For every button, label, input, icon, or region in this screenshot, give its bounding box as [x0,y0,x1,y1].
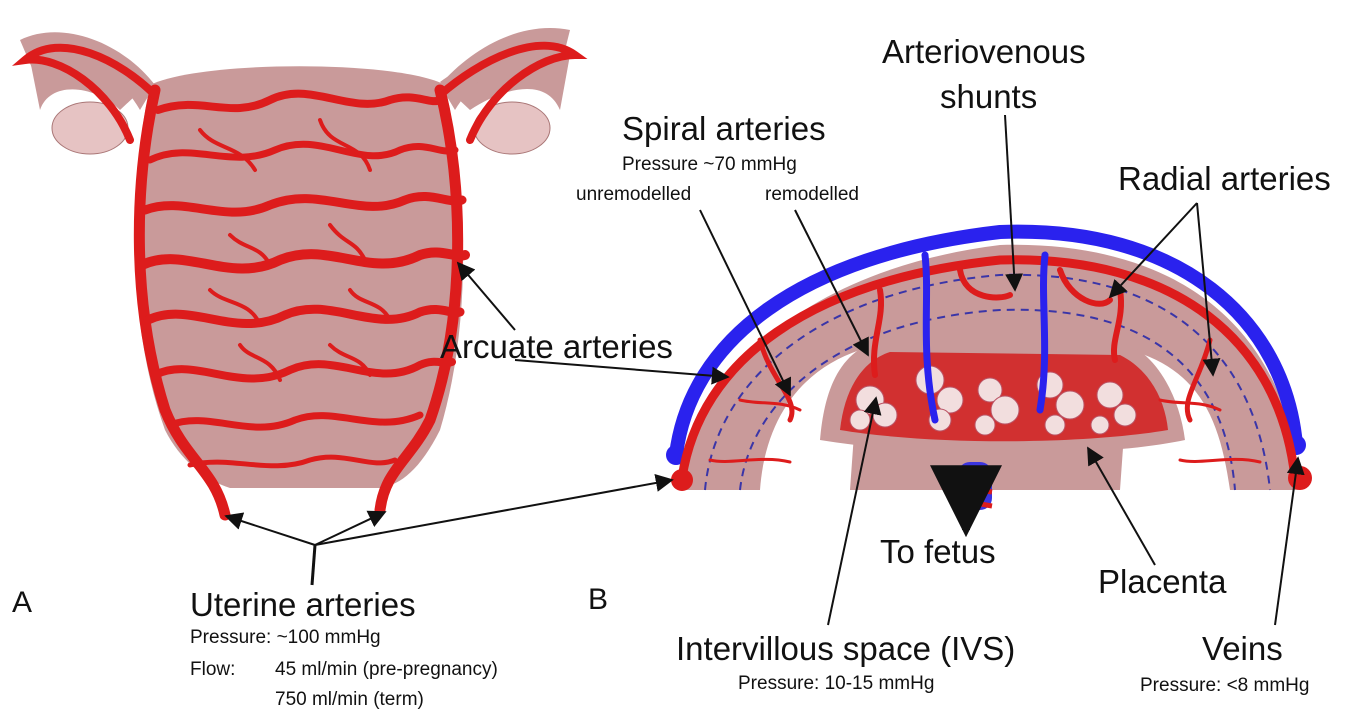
uterine-pressure-label: Pressure: ~100 mmHg [190,628,381,647]
uterine-stem [312,545,315,585]
spiral-arteries-label: Spiral arteries [622,112,826,145]
arcuate-arteries-label: Arcuate arteries [440,330,673,363]
uterine-arteries-label: Uterine arteries [190,588,416,621]
remodelled-label: remodelled [765,185,859,204]
panel-label-b: B [588,585,608,615]
uterine-arrow-right [315,512,385,545]
uterine-flow-pre: 45 ml/min (pre-pregnancy) [275,660,498,679]
uterine-arrow-left [226,516,315,545]
ivs-pressure-label: Pressure: 10-15 mmHg [738,674,934,693]
radial-arteries-label: Radial arteries [1118,162,1331,195]
arteriovenous-line2: shunts [940,80,1037,113]
placental-bed-illustration [666,232,1312,530]
uterus-illustration [20,28,575,515]
panel-label-a: A [12,588,32,618]
arcuate-arrow-a [458,263,515,330]
ivs-label: Intervillous space (IVS) [676,632,1015,665]
arteriovenous-line1: Arteriovenous [882,35,1086,68]
spiral-pressure-label: Pressure ~70 mmHg [622,155,797,174]
to-fetus-label: To fetus [880,535,996,568]
uterine-flow-label: Flow: [190,660,235,679]
placenta-label: Placenta [1098,565,1226,598]
uterine-flow-term: 750 ml/min (term) [275,690,424,709]
uterine-arrow-b [315,480,672,545]
veins-label: Veins [1202,632,1283,665]
unremodelled-label: unremodelled [576,185,691,204]
veins-pressure-label: Pressure: <8 mmHg [1140,676,1309,695]
